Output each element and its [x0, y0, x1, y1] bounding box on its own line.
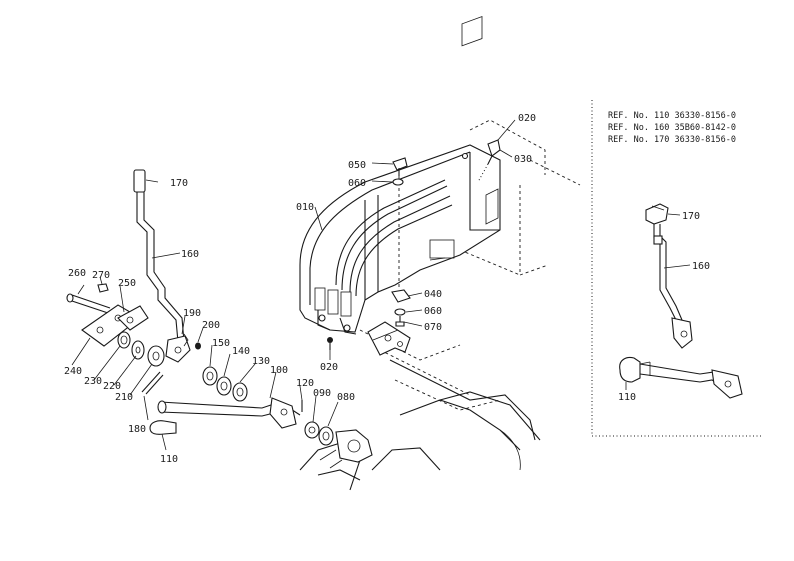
washer-150 [202, 366, 218, 386]
callout-030: 030 [514, 154, 532, 165]
callout-080: 080 [337, 392, 355, 403]
callout-190: 190 [183, 308, 201, 319]
bolt-260 [66, 293, 111, 314]
callout-260: 260 [68, 268, 86, 279]
callout-170: 170 [170, 178, 188, 189]
spring-190 [183, 333, 189, 347]
pin-200 [195, 342, 201, 350]
callout-180: 180 [128, 424, 146, 435]
fender-bracket [367, 321, 411, 356]
callout-230: 230 [84, 376, 102, 387]
nut-040 [391, 289, 411, 303]
callout-040: 040 [424, 289, 442, 300]
callout-140: 140 [232, 346, 250, 357]
callout-250: 250 [118, 278, 136, 289]
inset-panel [591, 100, 762, 437]
washer-060-top [392, 178, 404, 186]
bolt-020-bottom [327, 337, 333, 350]
washer-210 [147, 345, 165, 367]
callout-220: 220 [103, 381, 121, 392]
callout-210: 210 [115, 392, 133, 403]
callout-120: 120 [296, 378, 314, 389]
washer-060-bottom [394, 308, 406, 316]
callout-130: 130 [252, 356, 270, 367]
lever-grip-170 [133, 169, 146, 193]
inset-callout-170: 170 [682, 211, 700, 222]
bolt-050 [392, 157, 408, 290]
callout-160: 160 [181, 249, 199, 260]
callout-090: 090 [313, 388, 331, 399]
washer-090 [304, 421, 320, 439]
callout-110: 110 [160, 454, 178, 465]
grip-110 [149, 420, 177, 435]
washer-080 [318, 426, 334, 446]
leader-lines [71, 119, 516, 451]
inset-callout-160: 160 [692, 261, 710, 272]
collar-230 [117, 331, 131, 349]
shaft-fitting [319, 429, 373, 469]
callout-240: 240 [64, 366, 82, 377]
callout-labels: 010 020 020 030 040 050 060 060 070 080 … [64, 113, 710, 465]
washer-220 [131, 340, 145, 360]
callout-060-top: 060 [348, 178, 366, 189]
callout-200: 200 [202, 320, 220, 331]
callout-150: 150 [212, 338, 230, 349]
fender-010 [299, 16, 501, 335]
callout-100: 100 [270, 365, 288, 376]
pin-180 [141, 371, 164, 395]
lever-160 [136, 192, 191, 363]
ref-note-110: REF. No. 110 36330-8156-0 [608, 111, 736, 121]
callout-070: 070 [424, 322, 442, 333]
reference-notes: REF. No. 110 36330-8156-0 REF. No. 160 3… [608, 111, 736, 145]
ref-note-170: REF. No. 170 36330-8156-0 [608, 135, 736, 145]
inset-callout-110: 110 [618, 392, 636, 403]
washer-130 [232, 382, 248, 402]
callout-050: 050 [348, 160, 366, 171]
callout-020-top: 020 [518, 113, 536, 124]
callout-060-bottom: 060 [424, 306, 442, 317]
callout-020-bottom: 020 [320, 362, 338, 373]
rod-100 [157, 397, 301, 429]
bracket-250 [117, 305, 149, 331]
callout-010: 010 [296, 202, 314, 213]
washer-140 [216, 376, 232, 396]
callout-270: 270 [92, 270, 110, 281]
bolt-070 [395, 316, 405, 327]
nut-270 [97, 283, 109, 293]
ref-note-160: REF. No. 160 35B60-8142-0 [608, 123, 736, 133]
